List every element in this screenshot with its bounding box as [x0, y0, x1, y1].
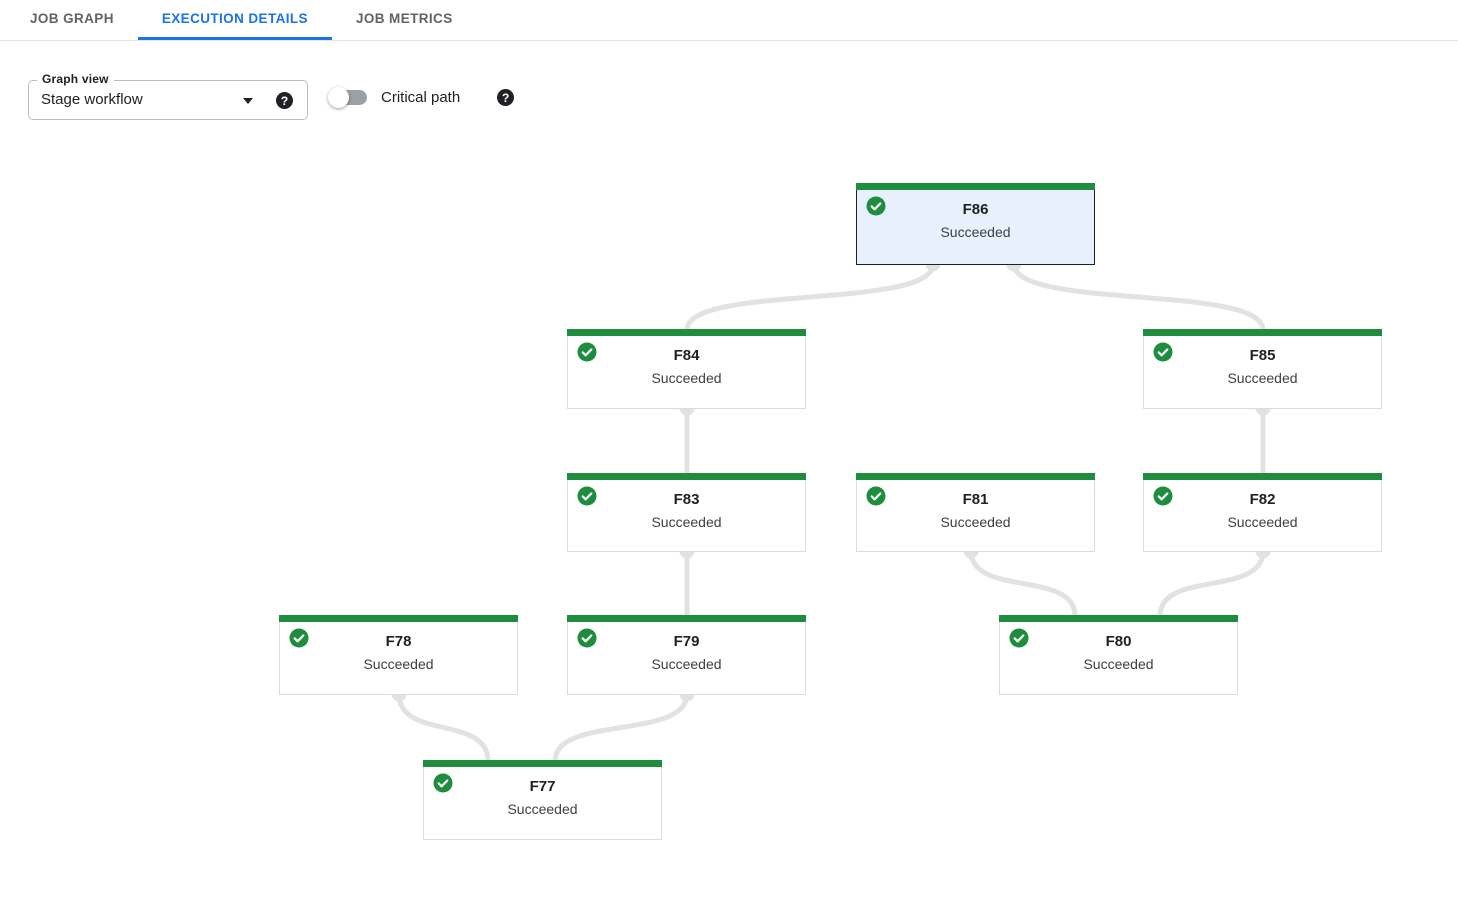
stage-status: Succeeded	[651, 370, 722, 386]
edge-F81-F80	[968, 550, 1078, 617]
graph-view-selected-value: Stage workflow	[41, 91, 143, 108]
stage-status: Succeeded	[940, 514, 1011, 530]
node-status-bar	[423, 760, 662, 767]
stage-name: F84	[673, 347, 700, 364]
toggle-thumb	[328, 87, 349, 108]
graph-view-select[interactable]: Graph view Stage workflow ?	[28, 72, 308, 120]
check-circle-icon	[433, 773, 453, 793]
check-circle-icon	[577, 628, 597, 648]
graph-view-field-label: Graph view	[37, 72, 114, 86]
stage-name: F80	[1105, 633, 1132, 650]
check-circle-icon	[577, 486, 597, 506]
stage-status: Succeeded	[1083, 656, 1154, 672]
stage-status: Succeeded	[651, 514, 722, 530]
check-circle-icon	[866, 486, 886, 506]
stage-name: F85	[1249, 347, 1276, 364]
help-icon[interactable]: ?	[497, 89, 515, 106]
stage-status: Succeeded	[507, 801, 578, 817]
stage-status: Succeeded	[1227, 370, 1298, 386]
stage-name: F79	[673, 633, 700, 650]
edge-F86-F85	[1011, 263, 1266, 331]
edge-F86-F84	[684, 263, 936, 331]
check-circle-icon	[866, 196, 886, 216]
check-circle-icon	[1009, 628, 1029, 648]
node-status-bar	[856, 183, 1095, 190]
graph-controls: Graph view Stage workflow ? Critical pat…	[0, 41, 1458, 141]
check-circle-icon	[289, 628, 309, 648]
tab-bar: JOB GRAPH EXECUTION DETAILS JOB METRICS	[0, 0, 1458, 41]
edge-F79-F77	[552, 693, 690, 762]
stage-name: F82	[1249, 491, 1276, 508]
critical-path-label: Critical path	[381, 89, 461, 106]
node-status-bar	[279, 615, 518, 622]
stage-name: F77	[529, 778, 556, 795]
stage-status: Succeeded	[1227, 514, 1298, 530]
check-circle-icon	[1153, 342, 1173, 362]
critical-path-toggle[interactable]	[328, 87, 367, 108]
tab-execution-details[interactable]: EXECUTION DETAILS	[137, 0, 332, 40]
node-status-bar	[999, 615, 1238, 622]
stage-status: Succeeded	[363, 656, 434, 672]
node-status-bar	[1143, 473, 1382, 480]
node-status-bar	[1143, 329, 1382, 336]
edge-F78-F77	[396, 693, 491, 762]
stage-name: F86	[962, 201, 989, 218]
node-status-bar	[567, 615, 806, 622]
node-status-bar	[567, 473, 806, 480]
node-status-bar	[856, 473, 1095, 480]
edge-F82-F80	[1157, 550, 1266, 617]
stage-name: F81	[962, 491, 989, 508]
stage-name: F78	[385, 633, 412, 650]
critical-path-control: Critical path ?	[328, 87, 515, 108]
tab-job-graph[interactable]: JOB GRAPH	[30, 11, 114, 26]
check-circle-icon	[1153, 486, 1173, 506]
chevron-down-icon	[243, 98, 253, 104]
stage-status: Succeeded	[940, 224, 1011, 240]
node-status-bar	[567, 329, 806, 336]
stage-status: Succeeded	[651, 656, 722, 672]
stage-name: F83	[673, 491, 700, 508]
check-circle-icon	[577, 342, 597, 362]
help-icon[interactable]: ?	[276, 92, 293, 109]
tab-job-metrics[interactable]: JOB METRICS	[355, 11, 453, 26]
